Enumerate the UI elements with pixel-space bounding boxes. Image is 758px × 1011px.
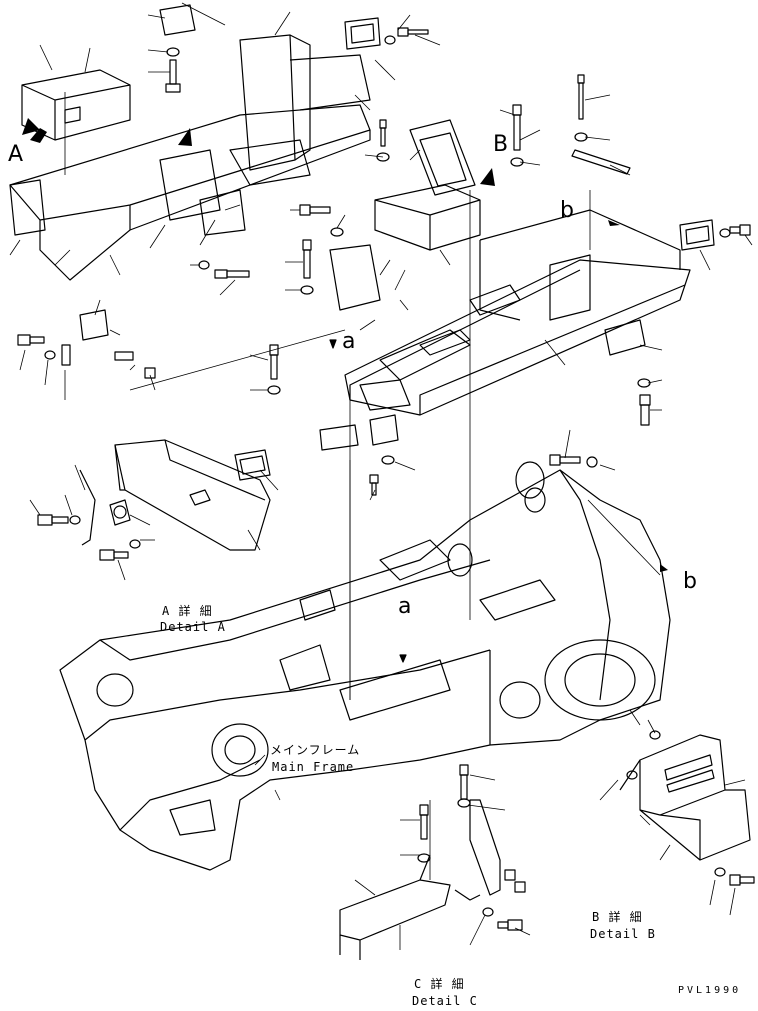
detail-a-title-ja: A 詳 細	[162, 604, 213, 618]
detail-b-title-en: Detail B	[590, 927, 656, 941]
view-marker-b: B	[493, 132, 509, 157]
bolts-and-washers	[17, 27, 755, 931]
view-marker-b-small-lower: b	[683, 569, 697, 594]
view-marker-a-small-upper: a	[342, 329, 356, 354]
detail-c-title-en: Detail C	[412, 994, 478, 1008]
detail-c-title-ja: C 詳 細	[414, 977, 465, 991]
direction-arrows	[22, 118, 668, 663]
small-parts	[61, 4, 715, 546]
detail-a-drawing	[109, 439, 271, 551]
detail-a-title-en: Detail A	[160, 620, 226, 634]
detail-c-drawing	[339, 799, 526, 960]
battery-box-part	[21, 69, 131, 141]
main-frame-label-ja: メインフレーム	[270, 743, 361, 757]
drawing-code: PVL1990	[678, 985, 742, 996]
main-frame-label-en: Main Frame	[272, 760, 355, 774]
main-frame-part	[59, 461, 671, 871]
detail-b-drawing	[619, 734, 751, 861]
view-marker-b-small-upper: b	[560, 198, 574, 223]
tool-box-part	[374, 119, 481, 251]
leader-lines	[9, 2, 753, 950]
detail-b-title-ja: B 詳 細	[592, 910, 643, 924]
upper-left-frame-part	[9, 34, 371, 281]
view-marker-a: A	[8, 142, 24, 167]
view-marker-a-small-lower: a	[398, 594, 412, 619]
